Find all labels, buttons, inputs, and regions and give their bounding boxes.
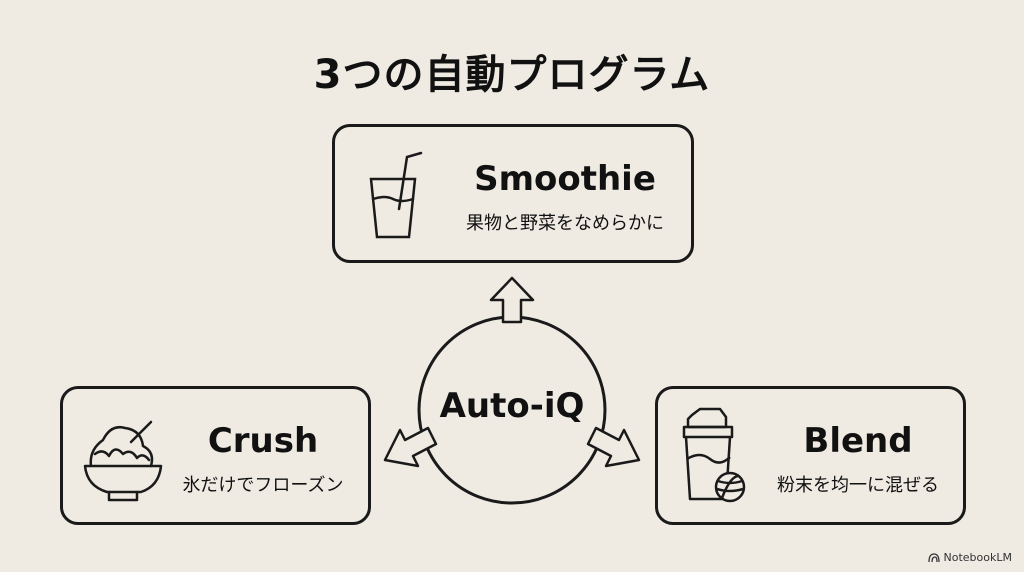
- shaved-ice-bowl-icon: [83, 420, 163, 502]
- slide-title: 3つの自動プログラム: [313, 52, 711, 98]
- program-name: Crush: [207, 421, 319, 461]
- notebooklm-branding: NotebookLM: [927, 551, 1012, 564]
- arrow-right-down: [586, 426, 641, 468]
- program-name: Blend: [803, 421, 913, 461]
- program-description: 果物と野菜をなめらかに: [466, 213, 664, 234]
- arrow-left-down: [383, 426, 438, 468]
- program-name: Smoothie: [474, 159, 656, 199]
- glass-with-straw-icon: [369, 151, 423, 239]
- notebooklm-logo-icon: [927, 553, 940, 562]
- auto-iq-label: Auto-iQ: [439, 386, 585, 426]
- program-description: 粉末を均一に混ぜる: [777, 475, 939, 496]
- program-card-crush: Crush 氷だけでフローズン: [60, 386, 371, 525]
- arrow-up: [489, 276, 535, 324]
- program-description: 氷だけでフローズン: [182, 475, 344, 496]
- program-card-smoothie: Smoothie 果物と野菜をなめらかに: [332, 124, 694, 263]
- program-card-blend: Blend 粉末を均一に混ぜる: [655, 386, 966, 525]
- shaker-bottle-icon: [682, 407, 746, 503]
- brand-label: NotebookLM: [943, 551, 1012, 564]
